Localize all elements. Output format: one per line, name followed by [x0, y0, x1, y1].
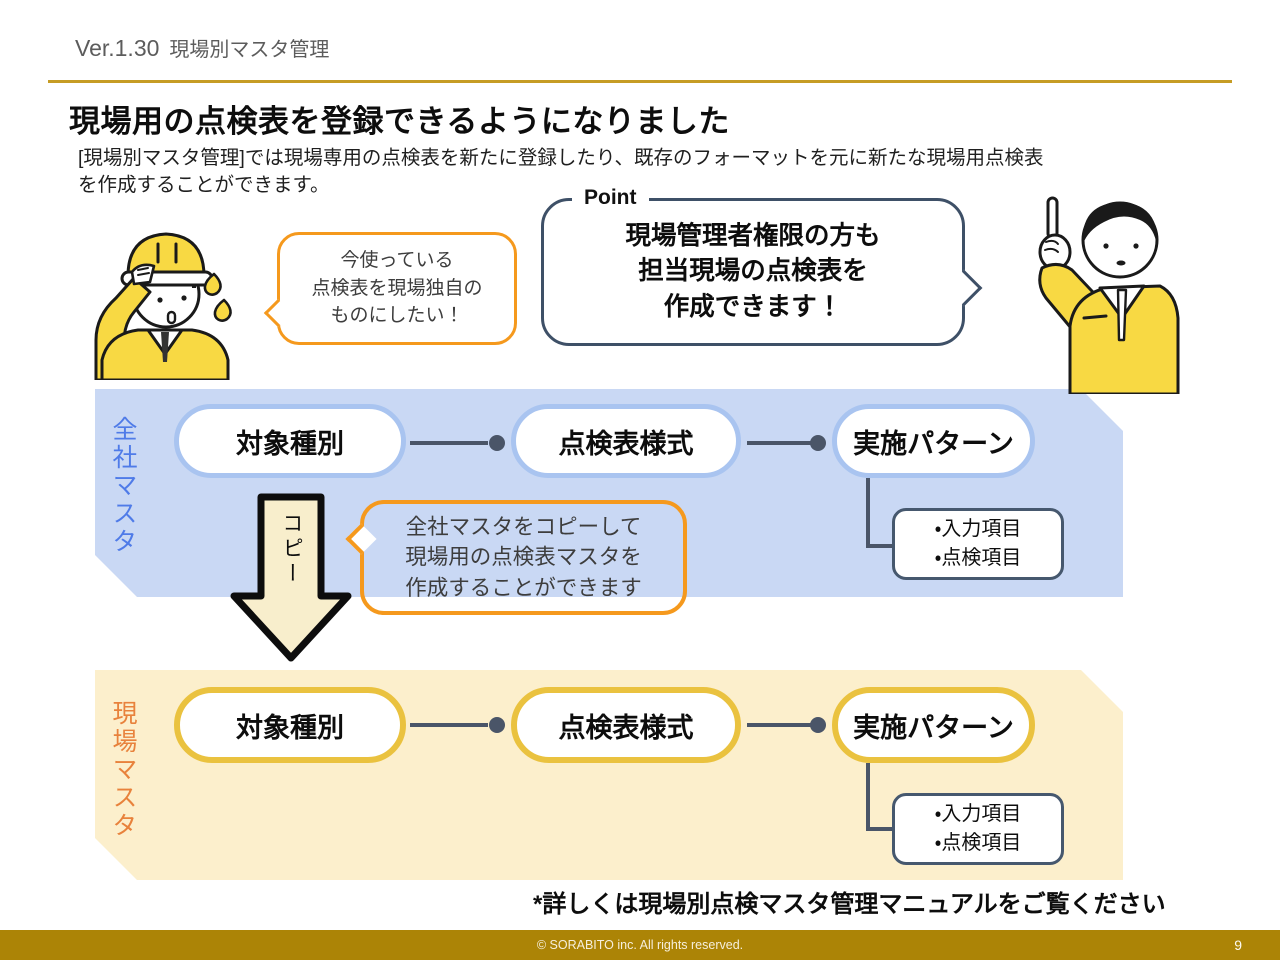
- connector-line: [747, 441, 813, 445]
- copy-speech-bubble: 全社マスタをコピーして 現場用の点検表マスタを 作成することができます: [345, 500, 687, 615]
- detail-item-inspection: ・点検項目: [934, 547, 1022, 569]
- pill-execution-pattern-company: 実施パターン: [832, 404, 1035, 478]
- pointing-finger: [1046, 196, 1059, 240]
- elbow-connector: [866, 544, 894, 548]
- pill-target-type-company: 対象種別: [174, 404, 406, 478]
- elbow-connector: [866, 478, 870, 548]
- point-bubble-line-1: 現場管理者権限の方も: [625, 222, 881, 251]
- page-title: 現場用の点検表を登録できるようになりました: [69, 104, 730, 139]
- point-bubble: Point 現場管理者権限の方も 担当現場の点検表を 作成できます！: [541, 184, 983, 346]
- point-bubble-line-3: 作成できます！: [663, 292, 843, 321]
- worker-bubble-line-1: 今使っている: [340, 249, 454, 271]
- point-label: Point: [572, 184, 649, 213]
- pill-target-type-site: 対象種別: [174, 687, 406, 763]
- sweat-drop: [213, 298, 232, 322]
- header-section-title: 現場別マスタ管理: [169, 39, 330, 61]
- connector-dot: [489, 435, 505, 451]
- pill-checklist-format-company: 点検表様式: [511, 404, 741, 478]
- detail-item-input: ・入力項目: [934, 518, 1022, 540]
- manager-pointing-illustration: [1038, 196, 1180, 394]
- page-description-line-1: [現場別マスタ管理]では現場専用の点検表を新たに登録したり、既存のフォーマットを…: [78, 147, 1044, 169]
- footer-copyright: © SORABITO inc. All rights reserved.: [536, 938, 744, 952]
- page-description: [現場別マスタ管理]では現場専用の点検表を新たに登録したり、既存のフォーマットを…: [78, 145, 1044, 199]
- detail-item-input: ・入力項目: [934, 803, 1022, 825]
- sweat-drop: [203, 272, 222, 296]
- pill-checklist-format-site: 点検表様式: [511, 687, 741, 763]
- elbow-connector: [866, 827, 894, 831]
- detail-box-company: ・入力項目 ・点検項目: [892, 508, 1064, 580]
- down-arrow-icon: [230, 493, 352, 662]
- copy-arrow-label: コピー: [280, 512, 303, 587]
- connector-dot: [810, 717, 826, 733]
- page-description-line-2: を作成することができます。: [78, 174, 330, 196]
- manager-hair: [1082, 202, 1158, 246]
- connector-line: [410, 441, 488, 445]
- site-master-label: 現場マスタ: [109, 700, 137, 840]
- footnote: *詳しくは現場別点検マスタ管理マニュアルをご覧ください: [533, 891, 1166, 918]
- footer-bar: © SORABITO inc. All rights reserved. 9: [0, 930, 1280, 960]
- connector-line: [747, 723, 813, 727]
- worker-bubble-line-2: 点検表を現場独自の: [311, 277, 483, 299]
- header-version-label: Ver.1.30: [75, 35, 160, 61]
- connector-dot: [489, 717, 505, 733]
- pill-execution-pattern-site: 実施パターン: [832, 687, 1035, 763]
- point-bubble-line-2: 担当現場の点検表を: [638, 257, 868, 286]
- worker-bubble-line-3: ものにしたい！: [330, 305, 464, 327]
- construction-worker-illustration: [94, 232, 232, 380]
- elbow-connector: [866, 763, 870, 831]
- header-divider: [48, 80, 1232, 83]
- worker-speech-bubble: 今使っている 点検表を現場独自の ものにしたい！: [263, 232, 517, 345]
- footer-page-number: 9: [1234, 937, 1242, 953]
- copy-bubble-line-3: 作成することができます: [405, 575, 642, 600]
- detail-box-site: ・入力項目 ・点検項目: [892, 793, 1064, 865]
- connector-dot: [810, 435, 826, 451]
- company-master-label: 全社マスタ: [109, 416, 137, 556]
- copy-bubble-line-1: 全社マスタをコピーして: [405, 514, 642, 539]
- copy-arrow: コピー: [228, 492, 354, 664]
- connector-line: [410, 723, 488, 727]
- header: Ver.1.30 現場別マスタ管理: [75, 33, 329, 62]
- detail-item-inspection: ・点検項目: [934, 832, 1022, 854]
- copy-bubble-line-2: 現場用の点検表マスタを: [405, 545, 642, 570]
